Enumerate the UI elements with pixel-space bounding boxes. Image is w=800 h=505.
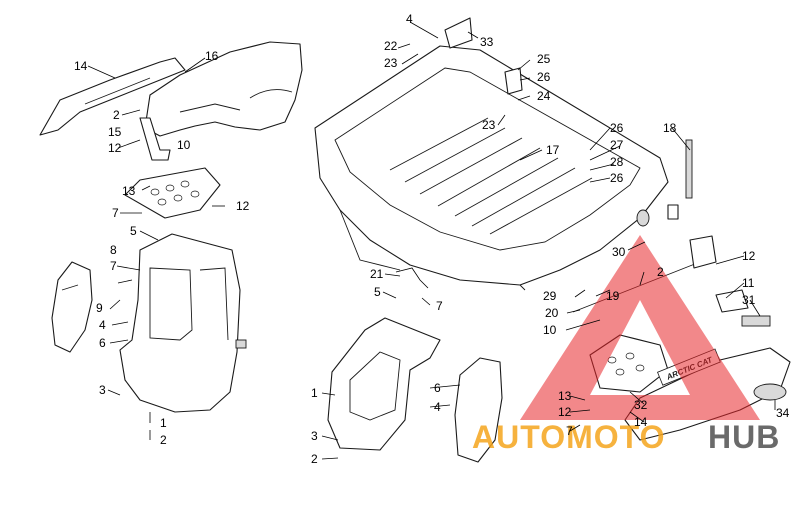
callout-12: 12 bbox=[742, 249, 756, 263]
callout-4: 4 bbox=[99, 318, 106, 332]
callout-3: 3 bbox=[311, 429, 318, 443]
part-16-fender-panel bbox=[144, 41, 303, 137]
callout-25: 25 bbox=[537, 52, 551, 66]
callout-labels: 14 16 2 15 12 10 13 7 12 5 8 7 9 4 6 3 1… bbox=[74, 12, 790, 466]
part-10-bracket bbox=[139, 117, 171, 161]
callout-12: 12 bbox=[236, 199, 250, 213]
part-1-flap-housing bbox=[119, 233, 241, 413]
part-17-cargo-box bbox=[314, 45, 669, 286]
callout-30: 30 bbox=[612, 245, 626, 259]
callout-28: 28 bbox=[610, 155, 624, 169]
callout-17: 17 bbox=[546, 143, 560, 157]
callout-7: 7 bbox=[436, 299, 443, 313]
callout-3: 3 bbox=[99, 383, 106, 397]
watermark-triangle-icon bbox=[520, 235, 760, 420]
callout-7: 7 bbox=[110, 259, 117, 273]
callout-32: 32 bbox=[634, 398, 648, 412]
leader-lines bbox=[87, 21, 776, 460]
part-18-strip bbox=[685, 139, 693, 199]
part-30-fitting bbox=[636, 209, 650, 227]
callout-6: 6 bbox=[434, 381, 441, 395]
callout-15: 15 bbox=[108, 125, 122, 139]
callout-13: 13 bbox=[122, 184, 136, 198]
watermark: AUTOMOTO HUB bbox=[472, 235, 780, 455]
callout-26: 26 bbox=[610, 171, 624, 185]
part-25-bracket bbox=[504, 67, 523, 95]
callout-26: 26 bbox=[537, 70, 551, 84]
callout-4: 4 bbox=[434, 400, 441, 414]
callout-1: 1 bbox=[311, 386, 318, 400]
callout-5: 5 bbox=[374, 285, 381, 299]
part-1-center-housing bbox=[327, 317, 441, 451]
callout-27: 27 bbox=[610, 138, 624, 152]
callout-10: 10 bbox=[543, 323, 557, 337]
callout-19: 19 bbox=[606, 289, 620, 303]
watermark-brand-a: AUTOMOTO bbox=[472, 419, 665, 455]
callout-14: 14 bbox=[74, 59, 88, 73]
callout-14: 14 bbox=[634, 415, 648, 429]
callout-16: 16 bbox=[205, 49, 219, 63]
callout-1: 1 bbox=[160, 416, 167, 430]
callout-23: 23 bbox=[482, 118, 496, 132]
bed-ribs bbox=[389, 117, 593, 235]
callout-12: 12 bbox=[108, 141, 122, 155]
callout-11: 11 bbox=[742, 276, 755, 290]
callout-33: 33 bbox=[480, 35, 494, 49]
callout-26: 26 bbox=[610, 121, 624, 135]
callout-12: 12 bbox=[558, 405, 572, 419]
callout-10: 10 bbox=[177, 138, 191, 152]
callout-23: 23 bbox=[384, 56, 398, 70]
callout-8: 8 bbox=[110, 243, 117, 257]
callout-2: 2 bbox=[160, 433, 167, 447]
callout-7: 7 bbox=[112, 206, 119, 220]
watermark-brand-b: HUB bbox=[708, 419, 780, 455]
callout-7: 7 bbox=[566, 424, 573, 438]
callout-6: 6 bbox=[99, 336, 106, 350]
callout-24: 24 bbox=[537, 89, 551, 103]
part-14-fender bbox=[39, 57, 186, 136]
part-12-bracket bbox=[689, 235, 717, 269]
callout-18: 18 bbox=[663, 121, 677, 135]
callout-13: 13 bbox=[558, 389, 572, 403]
callout-2: 2 bbox=[113, 108, 120, 122]
part-13-plate bbox=[124, 167, 221, 219]
callout-21: 21 bbox=[370, 267, 384, 281]
callout-22: 22 bbox=[384, 39, 398, 53]
part-31-pad bbox=[741, 315, 771, 327]
part-6-center-side-panel bbox=[454, 357, 503, 463]
callout-29: 29 bbox=[543, 289, 557, 303]
part-34-reflector bbox=[753, 383, 787, 401]
callout-20: 20 bbox=[545, 306, 559, 320]
callout-4: 4 bbox=[406, 12, 413, 26]
callout-2: 2 bbox=[311, 452, 318, 466]
callout-31: 31 bbox=[742, 293, 756, 307]
part-33-bracket bbox=[444, 17, 473, 49]
callout-34: 34 bbox=[776, 406, 790, 420]
part-6-side-panel bbox=[51, 261, 93, 353]
plate-holes bbox=[150, 180, 200, 206]
callout-2: 2 bbox=[657, 265, 664, 279]
part-21-hook bbox=[395, 267, 429, 289]
callout-9: 9 bbox=[96, 301, 103, 315]
callout-5: 5 bbox=[130, 224, 137, 238]
